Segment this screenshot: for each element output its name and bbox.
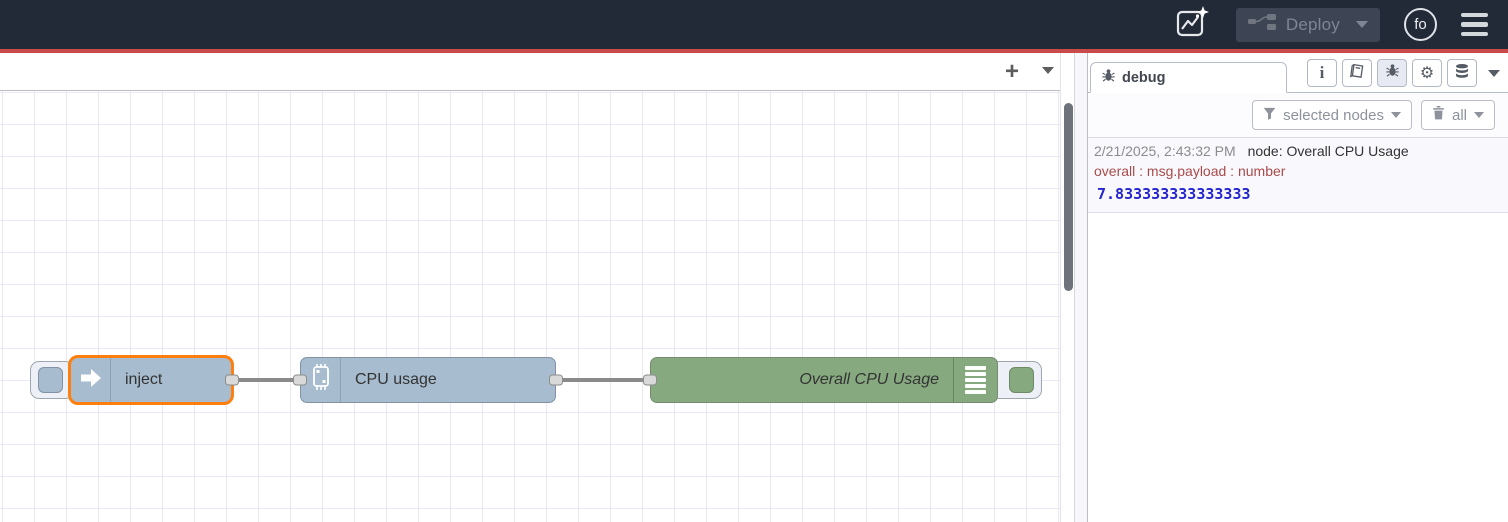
port-input[interactable] [293,374,307,386]
sidebar-splitter[interactable] [1074,53,1088,522]
ai-flow-icon [1174,4,1210,45]
ai-assistant-button[interactable] [1172,4,1212,45]
flow-list-caret[interactable] [1042,67,1054,74]
clear-messages-label: all [1451,106,1467,124]
message-value[interactable]: 7.833333333333333 [1097,185,1251,203]
funnel-icon [1263,107,1276,124]
message-node-name: node: Overall CPU Usage [1247,143,1409,159]
flow-canvas[interactable]: inject [0,91,1060,522]
tab-config-button[interactable]: ⚙ [1412,59,1442,87]
sidebar-tab-bar: debug i [1088,53,1508,93]
book-icon [1349,63,1365,84]
node-label: inject [125,371,163,388]
wire[interactable] [226,378,308,382]
tab-context-button[interactable] [1447,59,1477,87]
debug-sidebar: debug i [1088,53,1508,522]
canvas-scrollbar[interactable] [1060,53,1074,522]
workspace: + inject [0,53,1060,522]
bug-icon [1101,68,1116,87]
wire[interactable] [550,378,658,382]
add-flow-button[interactable]: + [1004,58,1019,85]
port-output[interactable] [225,374,239,386]
message-property: overall : msg.payload : number [1094,163,1286,179]
tab-info-button[interactable]: i [1307,59,1337,87]
trash-icon [1432,106,1445,124]
node-label: Overall CPU Usage [799,371,939,388]
flow-tab-bar: + [0,53,1060,91]
filter-nodes-button[interactable]: selected nodes [1252,100,1412,130]
node-label: CPU usage [355,371,437,388]
node-inject[interactable]: inject [68,355,239,405]
scrollbar-thumb[interactable] [1063,103,1073,291]
filter-nodes-label: selected nodes [1283,106,1384,124]
cpu-chip-icon [308,363,334,398]
clear-messages-button[interactable]: all [1420,100,1495,130]
message-timestamp: 2/21/2025, 2:43:32 PM [1094,143,1236,159]
database-icon [1454,63,1470,84]
main-menu-button[interactable] [1461,12,1488,37]
hamburger-menu-icon [1461,12,1488,18]
gear-icon: ⚙ [1419,65,1435,82]
debug-message[interactable]: 2/21/2025, 2:43:32 PM node: Overall CPU … [1088,137,1508,213]
tab-help-button[interactable] [1342,59,1372,87]
deploy-nodes-icon [1247,13,1276,36]
debug-toolbar: selected nodes all [1088,93,1508,137]
tab-debug-icon-button[interactable] [1377,59,1407,87]
user-avatar[interactable]: fo [1404,8,1437,41]
debug-message-list: 2/21/2025, 2:43:32 PM node: Overall CPU … [1088,137,1508,522]
deploy-options-caret[interactable] [1356,21,1368,28]
deploy-button[interactable]: Deploy [1235,7,1380,42]
inject-arrow-icon [78,366,104,395]
tab-debug-label: debug [1122,69,1166,86]
deploy-button-label: Deploy [1285,14,1340,34]
node-debug-overall-cpu[interactable]: Overall CPU Usage [643,357,998,403]
node-cpu-usage[interactable]: CPU usage [293,357,563,403]
port-output[interactable] [549,374,563,386]
bug-icon [1385,63,1400,83]
header: Deploy fo [0,0,1508,49]
info-icon: i [1319,63,1325,82]
tab-debug[interactable]: debug [1090,62,1287,93]
port-input[interactable] [643,374,657,386]
sidebar-tabs-caret[interactable] [1488,69,1500,77]
debug-bars-icon [965,366,986,394]
header-divider [0,49,1508,53]
